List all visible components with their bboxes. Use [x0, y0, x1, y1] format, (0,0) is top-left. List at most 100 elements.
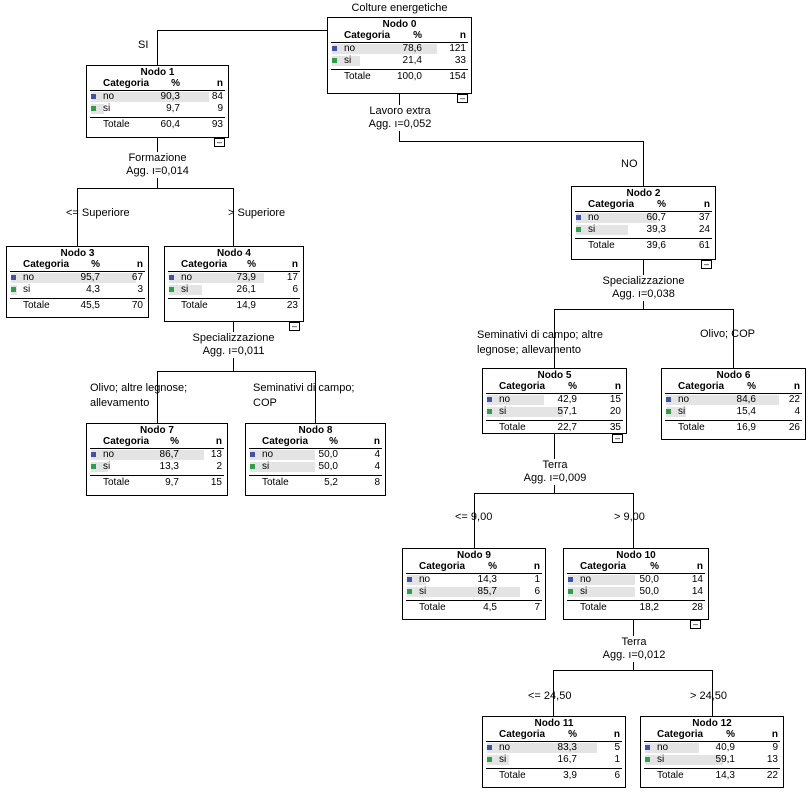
category-color-swatch [487, 409, 492, 414]
node-header-row: Categoria % n [331, 30, 468, 43]
node-total-row: Totale 14,9 23 [168, 298, 300, 312]
header-n: n [216, 78, 223, 89]
tree-node-5[interactable]: Nodo 5 Categoria % n no 42,9 15 si 57,1 … [482, 368, 627, 434]
branch-label-seminativi-altre: Seminativi di campo; altre legnose; alle… [477, 329, 603, 356]
tree-node-6[interactable]: Nodo 6 Categoria % n no 84,6 22 si 15,4 … [661, 368, 806, 440]
category-color-swatch [407, 589, 412, 594]
node-total-row: Totale 45,5 70 [10, 298, 145, 312]
header-category: Categoria [588, 199, 635, 210]
header-n: n [373, 436, 380, 447]
header-n: n [613, 729, 620, 740]
tree-node-4[interactable]: Nodo 4 Categoria % n no 73,9 17 si 26,1 … [164, 246, 304, 322]
node-title: Nodo 5 [537, 370, 572, 381]
collapse-button-node-4[interactable]: – [289, 322, 300, 331]
split-stat: Agg. ı=0,014 [126, 165, 189, 177]
tree-node-3[interactable]: Nodo 3 Categoria % n no 95,7 67 si 4,3 3… [6, 246, 149, 318]
tree-node-11[interactable]: Nodo 11 Categoria % n no 83,3 5 si 16,7 … [482, 716, 626, 788]
header-category: Categoria [678, 381, 725, 392]
collapse-button-node-5[interactable]: – [612, 434, 623, 443]
category-color-swatch [568, 589, 573, 594]
tree-node-1[interactable]: Nodo 1 Categoria % n no 90,3 84 si 9,7 9… [86, 65, 229, 138]
row-percent: 42,9 [557, 394, 577, 405]
node-row-si: si 13,3 2 [87, 461, 227, 473]
total-percent: 22,7 [557, 422, 577, 433]
header-percent: % [413, 30, 422, 41]
tree-node-10[interactable]: Nodo 10 Categoria % n no 50,0 14 si 50,0… [563, 548, 709, 620]
row-category: no [657, 742, 669, 753]
row-category: si [344, 55, 352, 66]
node-title: Nodo 11 [534, 718, 574, 729]
split-stat: Agg. ı=0,009 [523, 472, 587, 484]
total-n: 23 [286, 300, 298, 311]
header-percent: % [247, 259, 256, 270]
collapse-button-node-10[interactable]: – [690, 620, 701, 629]
row-percent: 9,7 [166, 103, 180, 114]
tree-node-8[interactable]: Nodo 8 Categoria % n no 50,0 4 si 50,0 4… [245, 423, 386, 496]
edge-node10-children [553, 670, 713, 716]
row-category: no [23, 272, 35, 283]
total-n: 61 [698, 240, 710, 251]
row-percent: 85,7 [477, 586, 497, 597]
category-color-swatch [11, 275, 16, 280]
row-n: 17 [286, 272, 298, 283]
node-row-no: no 78,6 121 [328, 43, 471, 55]
total-label: Totale [588, 240, 615, 251]
node-row-si: si 4,3 3 [7, 284, 148, 296]
split-label-formazione: Formazione Agg. ı=0,014 [110, 152, 205, 178]
row-n: 4 [374, 449, 380, 460]
row-n: 3 [137, 284, 143, 295]
tree-node-0[interactable]: Nodo 0 Categoria % n no 78,6 121 si 21,4… [327, 17, 472, 94]
header-percent: % [657, 199, 666, 210]
header-category: Categoria [103, 78, 150, 89]
row-percent: 60,7 [646, 212, 666, 223]
tree-node-12[interactable]: Nodo 12 Categoria % n no 40,9 9 si 59,1 … [640, 716, 784, 788]
total-label: Totale [23, 300, 50, 311]
header-category: Categoria [499, 729, 546, 740]
collapse-button-node-2[interactable]: – [701, 260, 712, 269]
branch-label-gt-24: > 24,50 [690, 690, 728, 702]
percent-bar [332, 44, 437, 54]
row-percent: 16,7 [557, 754, 577, 765]
collapse-button-node-1[interactable]: – [214, 138, 225, 147]
tree-node-7[interactable]: Nodo 7 Categoria % n no 86,7 13 si 13,3 … [86, 423, 228, 496]
node-title: Nodo 6 [716, 370, 751, 381]
edge-node4-children [157, 371, 316, 423]
split-label-lavoro-extra: Lavoro extra Agg. ı=0,052 [350, 105, 450, 131]
percent-bar [487, 755, 509, 765]
row-n: 9 [217, 103, 223, 114]
split-label-terra-5: Terra Agg. ı=0,009 [505, 459, 605, 485]
header-percent: % [726, 729, 735, 740]
header-percent: % [747, 381, 756, 392]
header-percent: % [170, 436, 179, 447]
row-n: 4 [374, 461, 380, 472]
node-row-no: no 95,7 67 [7, 272, 148, 284]
total-percent: 14,9 [236, 300, 256, 311]
row-percent: 90,3 [160, 91, 180, 102]
edge-node5-children [474, 493, 634, 548]
root-title: Colture energetiche [351, 2, 448, 14]
row-category: si [580, 586, 588, 597]
total-percent: 9,7 [165, 477, 179, 488]
split-label-specializzazione-4: Specializzazione Agg. ı=0,011 [180, 332, 287, 358]
total-n: 15 [210, 477, 222, 488]
node-row-no: no 83,3 5 [483, 742, 625, 754]
node-header-row: Categoria % n [567, 561, 705, 574]
row-n: 33 [454, 55, 466, 66]
node-header-row: Categoria % n [486, 381, 623, 394]
split-variable: Terra [542, 459, 568, 471]
branch-label-gt-9: > 9,00 [614, 511, 645, 523]
header-category: Categoria [657, 729, 704, 740]
node-total-row: Totale 4,5 7 [406, 600, 542, 614]
edge-node1-children [77, 188, 234, 246]
percent-bar [568, 587, 635, 597]
total-n: 93 [211, 119, 223, 130]
tree-node-9[interactable]: Nodo 9 Categoria % n no 14,3 1 si 85,7 6… [402, 548, 546, 620]
row-percent: 40,9 [715, 742, 735, 753]
total-n: 154 [449, 71, 466, 82]
header-n: n [533, 561, 540, 572]
tree-node-2[interactable]: Nodo 2 Categoria % n no 60,7 37 si 39,3 … [571, 186, 716, 260]
node-header-row: Categoria % n [665, 381, 802, 394]
percent-bar [487, 395, 544, 405]
total-percent: 100,0 [396, 71, 422, 82]
collapse-button-node-0[interactable]: – [457, 94, 468, 103]
